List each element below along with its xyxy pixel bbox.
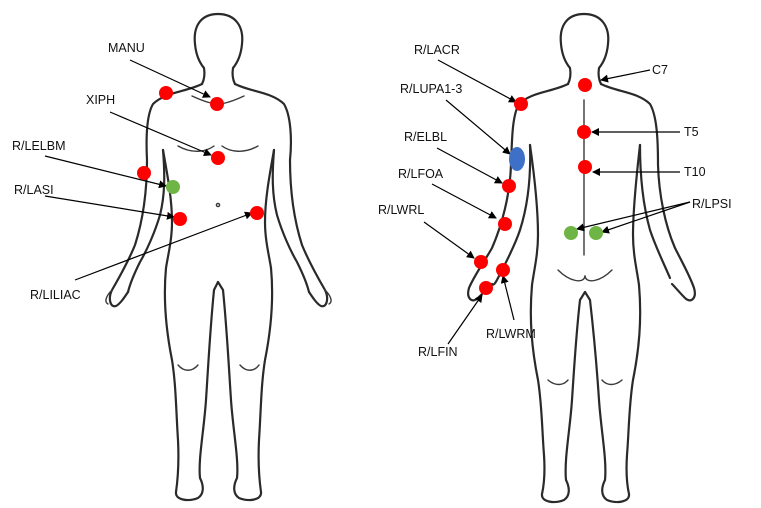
marker-t10 bbox=[578, 160, 592, 174]
marker-r-lateral-elbow bbox=[137, 166, 151, 180]
leader-r-elbl bbox=[437, 148, 502, 183]
marker-manu bbox=[210, 97, 224, 111]
back-labels: R/LACR R/LUPA1-3 R/ELBL R/LFOA R/LWRL R/… bbox=[378, 43, 732, 359]
marker-r-lacr bbox=[514, 97, 528, 111]
marker-r-shoulder bbox=[159, 86, 173, 100]
label-r-lacr: R/LACR bbox=[414, 43, 460, 57]
leader-xiph bbox=[110, 112, 211, 155]
leader-r-lupa bbox=[446, 100, 510, 154]
leader-r-lasi bbox=[45, 196, 174, 217]
marker-r-lelbm bbox=[166, 180, 180, 194]
label-r-lfoa: R/LFOA bbox=[398, 167, 444, 181]
label-t10: T10 bbox=[684, 165, 706, 179]
label-r-lfin: R/LFIN bbox=[418, 345, 458, 359]
marker-r-liliac bbox=[250, 206, 264, 220]
label-r-liliac: R/LILIAC bbox=[30, 288, 81, 302]
label-r-lpsi: R/LPSI bbox=[692, 197, 732, 211]
marker-r-lfoa bbox=[498, 217, 512, 231]
label-t5: T5 bbox=[684, 125, 699, 139]
label-r-lupa: R/LUPA1-3 bbox=[400, 82, 462, 96]
marker-r-lpsi-left bbox=[564, 226, 578, 240]
label-r-elbl: R/ELBL bbox=[404, 130, 447, 144]
marker-r-lwrl bbox=[474, 255, 488, 269]
marker-r-lupa bbox=[509, 147, 525, 171]
marker-r-lasi bbox=[173, 212, 187, 226]
label-r-lasi: R/LASI bbox=[14, 183, 54, 197]
front-body-figure bbox=[106, 14, 331, 500]
leader-c7 bbox=[601, 70, 650, 80]
marker-r-lpsi-right bbox=[589, 226, 603, 240]
label-r-lwrm: R/LWRM bbox=[486, 327, 536, 341]
marker-xiph bbox=[211, 151, 225, 165]
marker-r-elbl bbox=[502, 179, 516, 193]
label-xiph: XIPH bbox=[86, 93, 115, 107]
label-manu: MANU bbox=[108, 41, 145, 55]
label-r-lelbm: R/LELBM bbox=[12, 139, 66, 153]
label-r-lwrl: R/LWRL bbox=[378, 203, 424, 217]
marker-t5 bbox=[577, 125, 591, 139]
leader-r-lfoa bbox=[432, 184, 496, 218]
leader-r-lwrl bbox=[424, 222, 474, 258]
label-c7: C7 bbox=[652, 63, 668, 77]
front-markers bbox=[137, 86, 264, 226]
leader-r-lpsi-right bbox=[602, 202, 690, 232]
leader-r-lfin bbox=[448, 295, 482, 344]
leader-r-liliac bbox=[75, 213, 252, 280]
marker-r-lwrm bbox=[496, 263, 510, 277]
marker-c7 bbox=[578, 78, 592, 92]
front-labels: MANU XIPH R/LELBM R/LASI R/LILIAC bbox=[12, 41, 145, 302]
leader-r-lwrm bbox=[503, 276, 514, 320]
marker-r-lfin bbox=[479, 281, 493, 295]
